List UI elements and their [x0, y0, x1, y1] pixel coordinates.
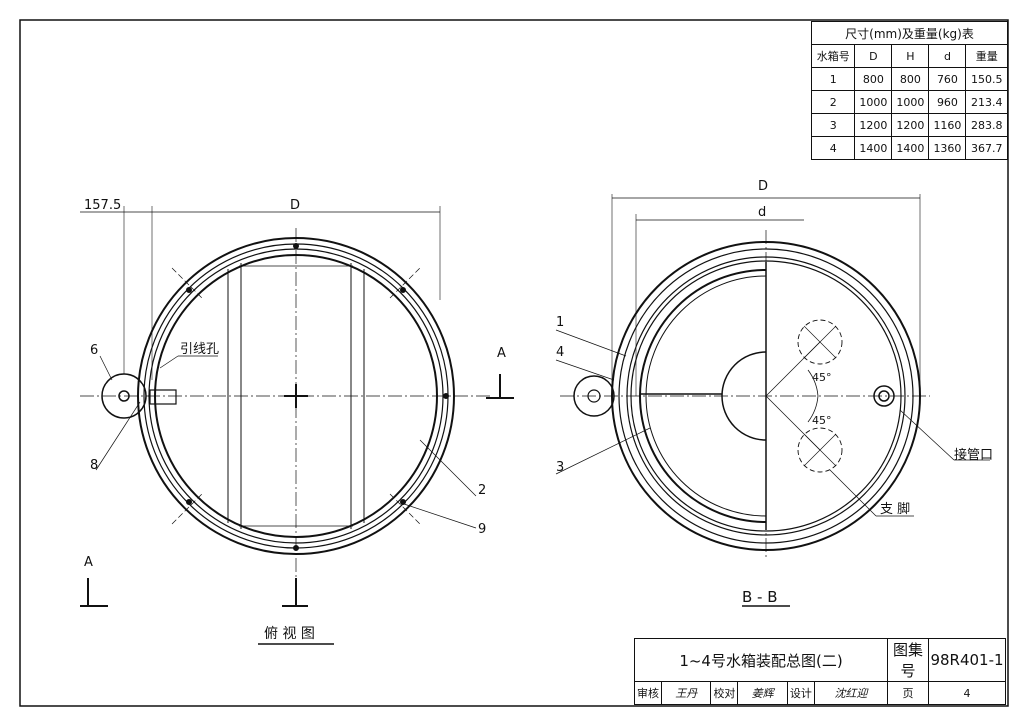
header-cell: D: [854, 44, 893, 68]
design-signature: 沈红迎: [813, 681, 889, 705]
table-cell: 2: [810, 90, 856, 114]
callout-9: 9: [478, 522, 487, 537]
table-cell: 1200: [854, 113, 893, 137]
size-weight-table: 尺寸(mm)及重量(kg)表 水箱号 D H d 重量 1 800 800 76…: [810, 21, 1008, 160]
table-cell: 1160: [928, 113, 967, 137]
table-cell: 1360: [928, 136, 967, 160]
table-cell: 1400: [854, 136, 893, 160]
angle-upper: 45°: [812, 371, 832, 384]
table-cell: 800: [891, 67, 930, 91]
header-cell: 水箱号: [810, 44, 856, 68]
callout-1: 1: [556, 315, 565, 330]
table-cell: 367.7: [965, 136, 1008, 160]
table-cell: 3: [810, 113, 856, 137]
review-label: 审核: [634, 681, 662, 705]
wire-hole-label: 引线孔: [180, 342, 220, 357]
table-header-row: 水箱号 D H d 重量: [810, 44, 1008, 68]
callout-4: 4: [556, 345, 565, 360]
drawing-frame: [19, 19, 1009, 707]
support-label: 支 脚: [880, 502, 911, 517]
pipe-port-label: 接管口: [954, 448, 994, 463]
dim-inner-label: d: [758, 205, 767, 220]
table-cell: 4: [810, 136, 856, 160]
table-cell: 1200: [891, 113, 930, 137]
table-cell: 960: [928, 90, 967, 114]
header-cell: d: [928, 44, 967, 68]
review-signature: 王丹: [660, 681, 712, 705]
section-view-title: B - B: [742, 588, 778, 606]
callout-3: 3: [556, 460, 565, 475]
table-cell: 760: [928, 67, 967, 91]
page-label: 页: [887, 681, 929, 705]
table-cell: 1400: [891, 136, 930, 160]
table-row: 4 1400 1400 1360 367.7: [810, 136, 1008, 160]
callout-2: 2: [478, 483, 487, 498]
angle-lower: 45°: [812, 414, 832, 427]
table-cell: 283.8: [965, 113, 1008, 137]
plan-bolts: [186, 243, 449, 551]
page-number: 4: [928, 681, 1006, 705]
plan-view: [80, 206, 514, 645]
dim-outer-label: D: [758, 179, 769, 194]
callout-8: 8: [90, 458, 99, 473]
design-label: 设计: [786, 681, 815, 705]
section-mark-left: A: [84, 555, 93, 570]
drawing-title: 1~4号水箱装配总图(二): [634, 638, 888, 682]
atlas-label: 图集号: [887, 638, 929, 682]
table-caption: 尺寸(mm)及重量(kg)表: [811, 21, 1008, 45]
table-cell: 213.4: [965, 90, 1008, 114]
atlas-number: 98R401-1: [928, 638, 1006, 682]
table-cell: 150.5: [965, 67, 1008, 91]
check-label: 校对: [710, 681, 739, 705]
table-cell: 800: [854, 67, 893, 91]
dim-offset-label: 157.5: [84, 198, 122, 213]
callout-6: 6: [90, 343, 99, 358]
table-cell: 1000: [891, 90, 930, 114]
table-cell: 1: [810, 67, 856, 91]
header-cell: 重量: [965, 44, 1008, 68]
header-cell: H: [891, 44, 930, 68]
dim-d-label: D: [290, 198, 301, 213]
title-block: 1~4号水箱装配总图(二) 图集号 98R401-1 审核 王丹 校对 姜辉 设…: [634, 638, 1006, 705]
section-view: [555, 194, 990, 607]
table-row: 2 1000 1000 960 213.4: [810, 90, 1008, 114]
table-cell: 1000: [854, 90, 893, 114]
check-signature: 姜辉: [737, 681, 788, 705]
section-mark-right: A: [497, 346, 506, 361]
table-row: 1 800 800 760 150.5: [810, 67, 1008, 91]
plan-view-title: 俯 视 图: [264, 626, 315, 642]
table-row: 3 1200 1200 1160 283.8: [810, 113, 1008, 137]
